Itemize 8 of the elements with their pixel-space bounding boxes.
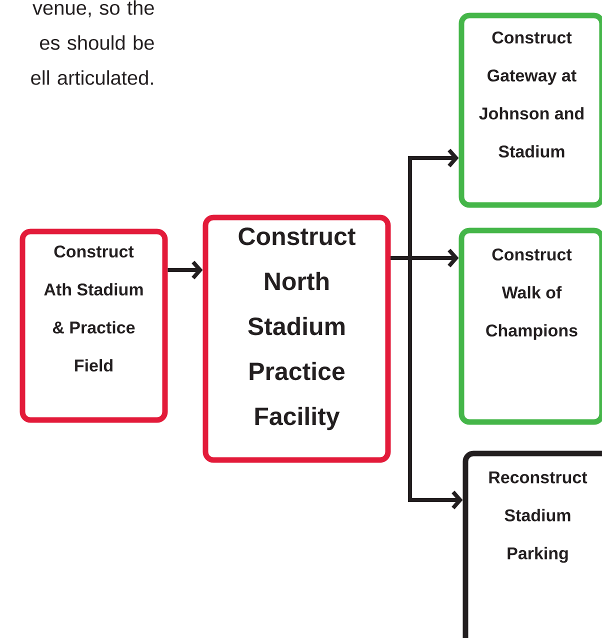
process-box: Construct North Stadium Practice Facility (202, 214, 391, 463)
arrow (168, 260, 203, 280)
process-box: Reconstruct Stadium Parking (462, 450, 602, 638)
process-box: Construct Gateway at Johnson and Stadium (458, 12, 602, 208)
process-box: Construct Ath Stadium & Practice Field (20, 228, 168, 423)
paragraph-text: venue, so the es should be ell articulated. (31, 0, 154, 85)
arrow (390, 256, 463, 510)
process-box: Construct Walk of Champions (458, 228, 602, 425)
